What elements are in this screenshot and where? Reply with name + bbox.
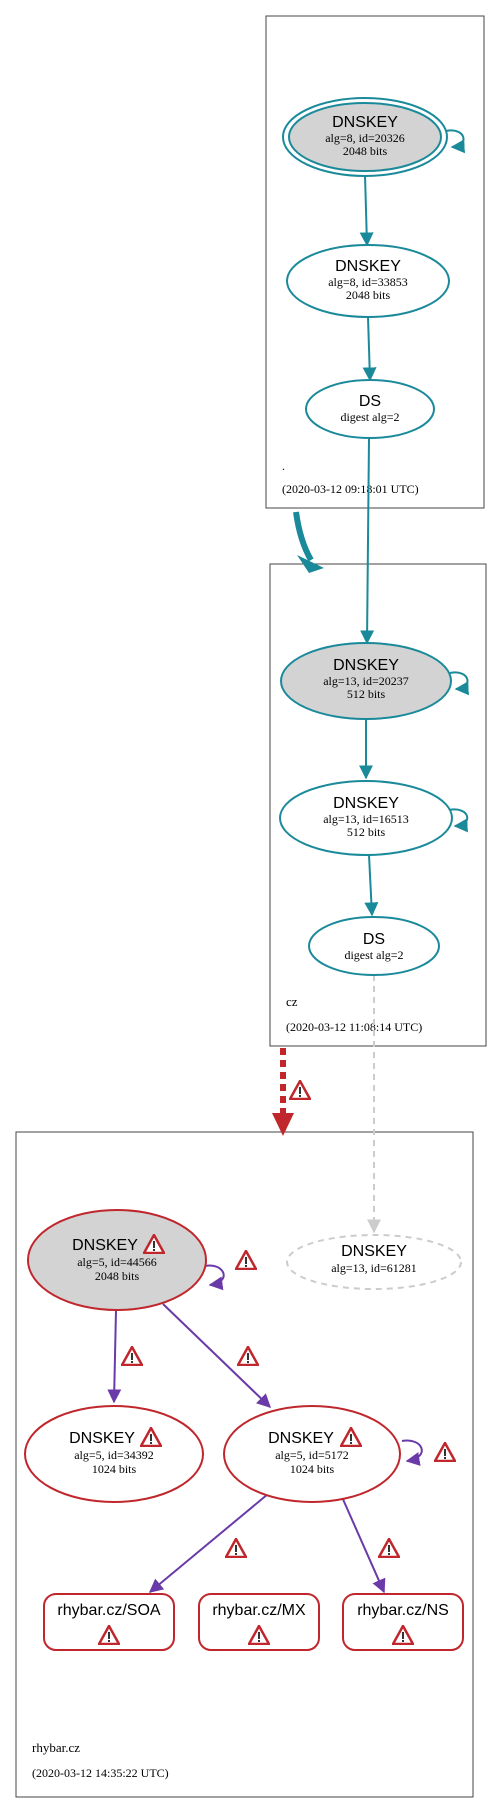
- node-line2: 512 bits: [347, 687, 386, 701]
- node-line2: 2048 bits: [343, 144, 388, 158]
- zone-box: [269, 563, 487, 1047]
- node-cz-ksk[interactable]: DNSKEY alg=13, id=20237 512 bits: [280, 642, 452, 720]
- node-line1: alg=13, id=16513: [323, 812, 409, 826]
- edge-rh-key2-to-soa: [148, 1493, 269, 1593]
- node-rrset-ns[interactable]: rhybar.cz/NS: [342, 1593, 464, 1651]
- node-title: DNSKEY: [72, 1237, 138, 1254]
- warning-icon: [289, 1080, 311, 1100]
- edge-cz-zsk-to-ds: [364, 854, 379, 917]
- node-title: DS: [359, 393, 381, 410]
- node-title: DNSKEY: [268, 1430, 334, 1447]
- node-root-zsk[interactable]: DNSKEY alg=8, id=33853 2048 bits: [286, 244, 450, 318]
- edge-root-ds-to-cz-ksk: [360, 437, 375, 645]
- edge-rh-ksk-self: [204, 1264, 225, 1291]
- delegation-arrowhead-bogus: [272, 1113, 294, 1136]
- node-line2: 2048 bits: [95, 1269, 140, 1283]
- node-cz-zsk[interactable]: DNSKEY alg=13, id=16513 512 bits: [279, 780, 453, 856]
- node-line2: 512 bits: [347, 825, 386, 839]
- zone-timestamp: (2020-03-12 09:18:01 UTC): [282, 482, 419, 496]
- node-line2: 2048 bits: [346, 288, 391, 302]
- edge-root-ksk-to-zsk: [359, 174, 374, 247]
- node-line1: alg=13, id=61281: [331, 1261, 417, 1275]
- zone-rhybar: rhybar.cz (2020-03-12 14:35:22 UTC): [15, 1131, 474, 1798]
- zone-name: cz: [286, 994, 298, 1009]
- node-rh-key2[interactable]: DNSKEY alg=5, id=5172 1024 bits: [223, 1405, 401, 1503]
- edge-rh-key2-self: [401, 1439, 423, 1466]
- warning-icon: [235, 1250, 257, 1270]
- edge-rh-key2-to-ns: [341, 1496, 386, 1594]
- node-rh-missing-key[interactable]: DNSKEY alg=13, id=61281: [286, 1234, 462, 1290]
- zone-timestamp: (2020-03-12 14:35:22 UTC): [32, 1766, 169, 1780]
- zone-name: rhybar.cz: [32, 1740, 80, 1755]
- node-root-ksk[interactable]: DNSKEY alg=8, id=20326 2048 bits: [282, 97, 448, 177]
- zone-root: . (2020-03-12 09:18:01 UTC): [265, 15, 485, 509]
- node-rh-ksk[interactable]: DNSKEY alg=5, id=44566 2048 bits: [27, 1209, 207, 1311]
- node-cz-ds[interactable]: DS digest alg=2: [308, 916, 440, 976]
- node-root-ds[interactable]: DS digest alg=2: [305, 379, 435, 439]
- warning-icon: [434, 1442, 456, 1462]
- zone-box: [15, 1131, 474, 1798]
- node-line1: alg=5, id=34392: [74, 1448, 154, 1462]
- node-line2: 1024 bits: [290, 1462, 335, 1476]
- node-title: DNSKEY: [341, 1243, 407, 1260]
- node-line1: alg=8, id=33853: [328, 275, 408, 289]
- node-line1: alg=8, id=20326: [325, 131, 405, 145]
- warning-icon: [225, 1538, 247, 1558]
- node-title: DNSKEY: [332, 114, 398, 131]
- warning-icon: [378, 1538, 400, 1558]
- edge-cz-ksk-self: [449, 671, 469, 696]
- warning-icon: [237, 1346, 259, 1366]
- zone-name: .: [282, 459, 285, 473]
- zone-cz: cz (2020-03-12 11:08:14 UTC): [269, 563, 487, 1047]
- node-rrset-soa[interactable]: rhybar.cz/SOA: [43, 1593, 175, 1651]
- edges: [107, 129, 469, 1594]
- node-rh-key1[interactable]: DNSKEY alg=5, id=34392 1024 bits: [24, 1405, 204, 1503]
- node-title: DNSKEY: [335, 258, 401, 275]
- node-title: DNSKEY: [333, 657, 399, 674]
- edge-delegation-root-cz: [293, 511, 314, 562]
- node-title: DNSKEY: [69, 1430, 135, 1447]
- edge-rh-ksk-to-key2: [162, 1303, 272, 1408]
- node-title: DNSKEY: [333, 795, 399, 812]
- edge-root-zsk-to-ds: [362, 316, 377, 382]
- node-title: rhybar.cz/SOA: [57, 1602, 160, 1619]
- delegation-arrowhead: [297, 555, 324, 573]
- edge-root-ksk-self: [445, 129, 465, 154]
- warning-icon: [121, 1346, 143, 1366]
- edge-cz-zsk-self: [448, 808, 468, 833]
- node-line1: digest alg=2: [340, 410, 399, 424]
- node-title: rhybar.cz/MX: [212, 1602, 306, 1619]
- node-rrset-mx[interactable]: rhybar.cz/MX: [198, 1593, 320, 1651]
- edge-rh-ksk-to-key1: [107, 1309, 122, 1404]
- node-line2: 1024 bits: [92, 1462, 137, 1476]
- node-line1: alg=5, id=5172: [275, 1448, 349, 1462]
- node-line1: digest alg=2: [344, 948, 403, 962]
- zone-box: [265, 15, 485, 509]
- node-title: DS: [363, 931, 385, 948]
- node-line1: alg=13, id=20237: [323, 674, 409, 688]
- node-title: rhybar.cz/NS: [357, 1602, 449, 1619]
- zone-timestamp: (2020-03-12 11:08:14 UTC): [286, 1020, 422, 1034]
- node-line1: alg=5, id=44566: [77, 1255, 157, 1269]
